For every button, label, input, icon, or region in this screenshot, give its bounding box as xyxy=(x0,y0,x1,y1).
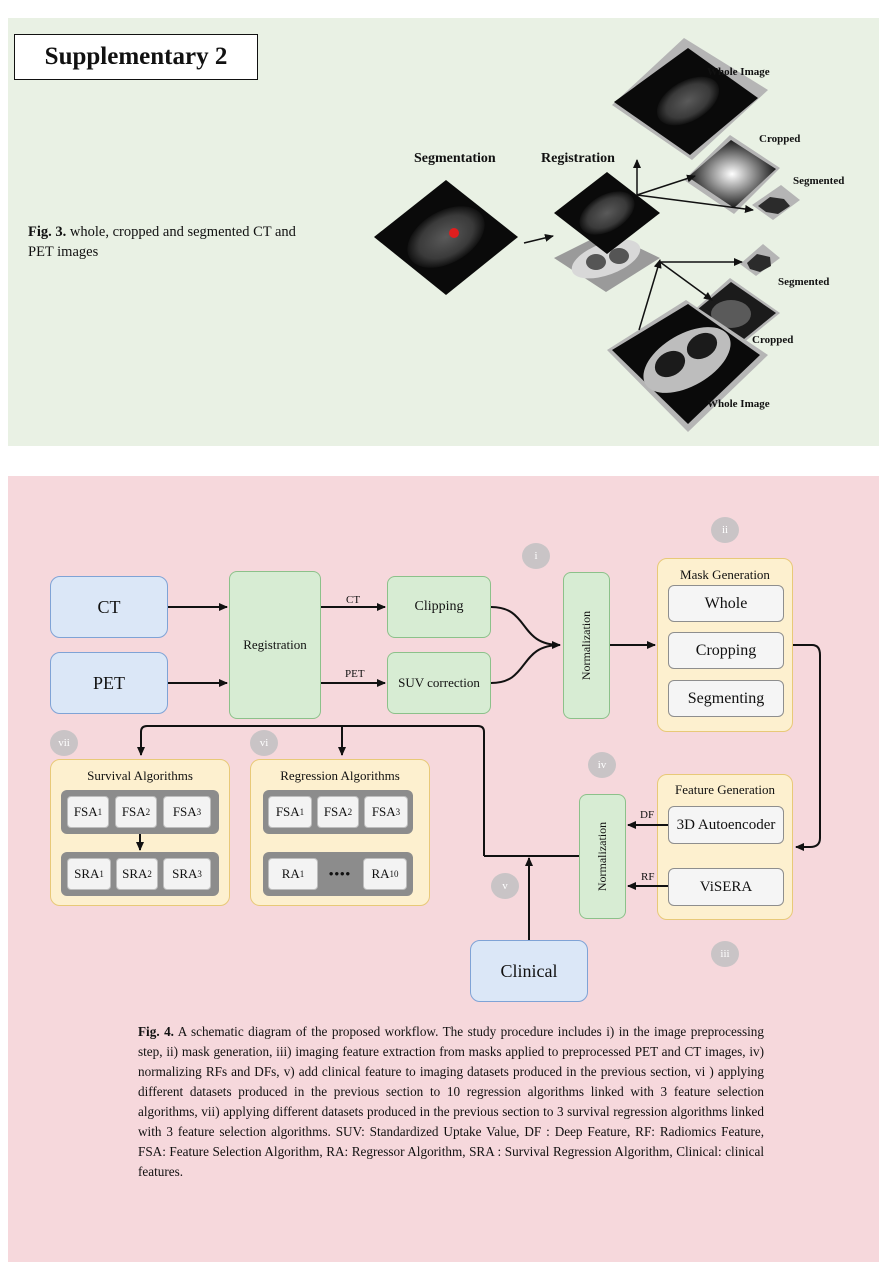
ct-segmented-image xyxy=(740,244,780,276)
pet-arrow-label: PET xyxy=(345,668,365,680)
ct-input-box: CT xyxy=(50,576,168,638)
pet-cropped-image xyxy=(684,135,780,214)
registration-box: Registration xyxy=(229,571,321,719)
registration-ct-slice xyxy=(554,232,660,292)
arrow-ct-to-cropped xyxy=(659,261,713,301)
ct-arrow-label: CT xyxy=(346,594,361,606)
mask-generation-title: Mask Generation xyxy=(680,567,770,582)
badge-iv: iv xyxy=(588,752,616,778)
fig4-caption: Fig. 4. A schematic diagram of the propo… xyxy=(138,1022,764,1182)
fig4-caption-label: Fig. 4. xyxy=(138,1024,174,1039)
arrow-seg-to-reg xyxy=(523,233,554,244)
survival-title: Survival Algorithms xyxy=(87,768,193,783)
regression-ra-ellipsis: •••• xyxy=(328,866,352,881)
fig3-illustration xyxy=(374,38,800,432)
arrow-ct-to-whole-up xyxy=(638,259,662,331)
supplementary-title: Supplementary 2 xyxy=(14,34,258,80)
clipping-box: Clipping xyxy=(387,576,491,638)
badge-v: v xyxy=(491,873,519,899)
rf-label: RF xyxy=(641,871,655,883)
fig3-caption-label: Fig. 3. xyxy=(28,224,67,240)
badge-vi: vi xyxy=(250,730,278,756)
ct-whole-label: Whole Image xyxy=(707,398,770,410)
mask-segmenting-box: Segmenting xyxy=(668,680,784,717)
arrow-pet-to-segmented xyxy=(636,194,754,213)
mask-cropping-box: Cropping xyxy=(668,632,784,669)
pet-segmented-image xyxy=(752,185,800,220)
pet-cropped-label: Cropped xyxy=(759,133,801,145)
badge-iii: iii xyxy=(711,941,739,967)
regression-title: Regression Algorithms xyxy=(280,768,400,783)
normalization-box-2: Normalization xyxy=(579,794,626,919)
pet-whole-image xyxy=(612,38,768,160)
badge-i: i xyxy=(522,543,550,569)
fig3-caption: Fig. 3. whole, cropped and segmented CT … xyxy=(28,222,318,262)
mask-whole-box: Whole xyxy=(668,585,784,622)
pet-input-box: PET xyxy=(50,652,168,714)
ct-cropped-label: Cropped xyxy=(752,334,794,346)
ct-segmented-label: Segmented xyxy=(778,276,830,288)
df-label: DF xyxy=(640,809,655,821)
normalization-label-1: Normalization xyxy=(579,610,593,681)
fig4-caption-text: A schematic diagram of the proposed work… xyxy=(138,1024,764,1179)
suv-correction-box: SUV correction xyxy=(387,652,491,714)
fig3-caption-text: whole, cropped and segmented CT and PET … xyxy=(28,224,296,260)
registration-pet-slice xyxy=(554,172,660,254)
ct-whole-image xyxy=(607,300,768,432)
badge-vii: vii xyxy=(50,730,78,756)
registration-label: Registration xyxy=(541,151,615,166)
normalization-box-1: Normalization xyxy=(563,572,610,719)
visera-box: ViSERA xyxy=(668,868,784,906)
pet-whole-label: Whole Image xyxy=(707,66,770,78)
arrow-pet-to-cropped xyxy=(636,174,696,196)
segmentation-label: Segmentation xyxy=(414,151,496,166)
badge-ii: ii xyxy=(711,517,739,543)
normalization-label-2: Normalization xyxy=(595,821,609,892)
autoencoder-box: 3D Autoencoder xyxy=(668,806,784,844)
feature-generation-title: Feature Generation xyxy=(675,782,775,797)
pet-segmented-label: Segmented xyxy=(793,175,845,187)
segmentation-slice xyxy=(374,180,518,295)
clinical-box: Clinical xyxy=(470,940,588,1002)
